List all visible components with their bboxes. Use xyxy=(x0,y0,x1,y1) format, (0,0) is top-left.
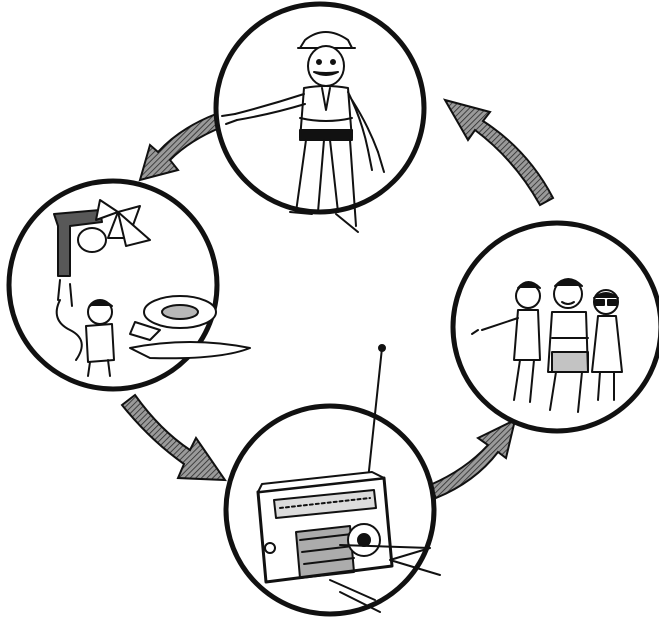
radio-device xyxy=(256,344,441,613)
stage-man-pointing xyxy=(213,1,427,233)
arrow-polluted-to-radio xyxy=(120,393,227,482)
polluted-scene-drawing xyxy=(53,199,251,377)
children-figures xyxy=(471,278,623,413)
man-figure xyxy=(221,31,385,233)
arrow-radio-to-children xyxy=(428,418,517,500)
stage-polluted-scene xyxy=(6,178,251,392)
stage-children-group xyxy=(450,220,659,434)
stage-radio xyxy=(223,344,441,617)
arrow-man-to-polluted xyxy=(138,112,224,182)
arrow-children-to-man xyxy=(442,98,555,207)
